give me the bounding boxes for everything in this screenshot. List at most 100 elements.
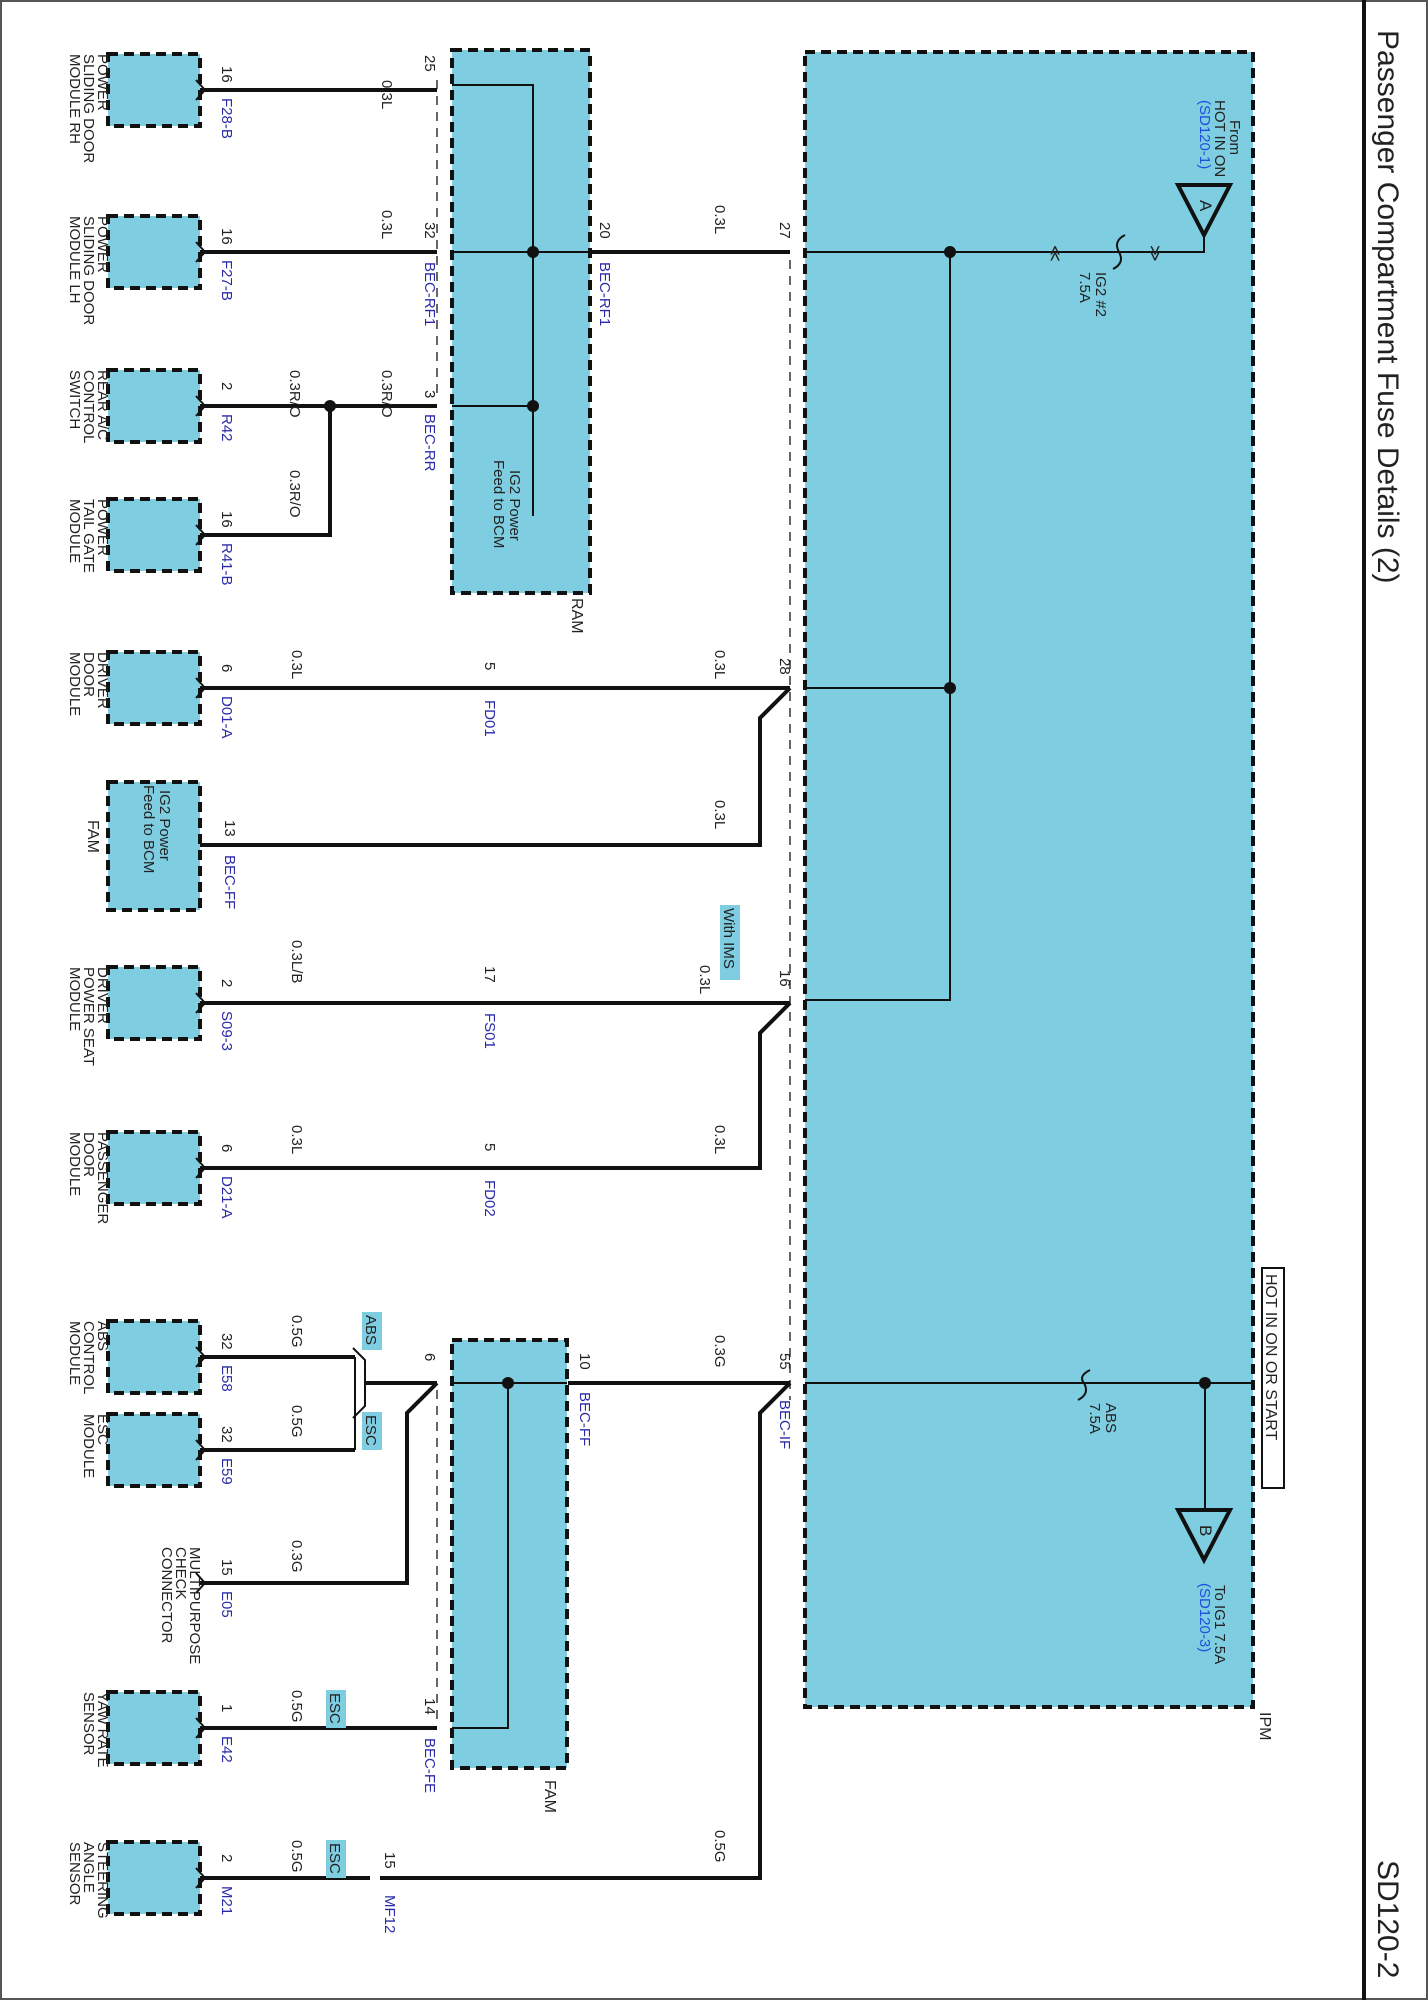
fuse-ig2-name: IG2 #2 <box>1092 272 1109 317</box>
wire-label-fd02-a: 0.3L <box>711 1125 728 1154</box>
wire-label-55: 0.3G <box>711 1335 728 1368</box>
abs-option-label: ABS <box>362 1315 379 1345</box>
component-connector: M21 <box>218 1886 235 1915</box>
fam-pin-10: 10 <box>576 1353 593 1370</box>
component-pin: 16 <box>218 66 235 83</box>
fam-small-pin: 13 <box>221 820 238 837</box>
page-title: Passenger Compartment Fuse Details (2) <box>1371 30 1404 584</box>
component-pin: 2 <box>218 382 235 390</box>
component-connector: F27-B <box>218 260 235 301</box>
component-pin: 6 <box>218 664 235 672</box>
component-connector: E58 <box>218 1365 235 1392</box>
wire-label-r41: 0.3R/O <box>286 470 303 518</box>
pin-terminal-icon <box>195 1572 207 1594</box>
supply-a-triangle <box>1174 183 1234 240</box>
supply-b-ref-link[interactable]: (SD120-3) <box>1196 1583 1213 1652</box>
component-connector: R41-B <box>218 543 235 586</box>
supply-b-triangle <box>1174 1508 1234 1565</box>
fuse-abs-name: ABS <box>1102 1403 1119 1433</box>
wire-16-d21a <box>200 1001 792 1170</box>
connector-bec-if: BEC-IF <box>776 1400 793 1449</box>
pin-terminal-icon <box>195 992 207 1014</box>
pin-terminal-icon <box>195 1439 207 1461</box>
pin-55: 55 <box>776 1353 793 1370</box>
pin-27: 27 <box>776 222 793 239</box>
fam-small-feed-l2: Feed to BCM <box>140 785 157 873</box>
component-name: REAR A/C <box>94 370 111 440</box>
component-connector: D21-A <box>218 1176 235 1219</box>
component-name: POWER <box>94 54 111 111</box>
component-pin: 6 <box>218 1144 235 1152</box>
component-box <box>106 1412 202 1488</box>
pin-terminal-icon <box>195 395 207 417</box>
component-pin: 15 <box>218 1559 235 1576</box>
ipm-module <box>803 50 1255 1709</box>
component-name: ESC <box>94 1414 111 1445</box>
esc-option-label-3: ESC <box>326 1843 343 1874</box>
esc-option-label: ESC <box>362 1415 379 1446</box>
fuse-abs-icon <box>1077 1369 1091 1401</box>
fam-small-feed-l1: IG2 Power <box>156 790 173 861</box>
wire-label-27: 0.3L <box>711 205 728 234</box>
fuse-ig2-rating: 7.5A <box>1076 272 1093 303</box>
pin-terminal-icon <box>195 524 207 546</box>
component-name: DOOR <box>80 1132 97 1177</box>
component-name: MODULE <box>66 1321 83 1385</box>
component-name: MODULE LH <box>66 216 83 304</box>
component-name: DRIVER <box>94 967 111 1024</box>
component-box <box>106 52 202 128</box>
abs-esc-option-split <box>352 1347 366 1419</box>
component-name: POWER SEAT <box>80 967 97 1066</box>
ram-pin-3: 3 <box>421 390 438 398</box>
component-connector: E05 <box>218 1591 235 1618</box>
fam-module <box>450 1338 569 1770</box>
wire-label-m21: 0.5G <box>288 1840 305 1873</box>
fam-pin-14: 14 <box>421 1698 438 1715</box>
fuse-ig2-socket-a: ≪ <box>1046 245 1063 262</box>
inline-fs01-name: FS01 <box>481 1013 498 1049</box>
component-name: CONTROL <box>80 1321 97 1394</box>
component-name: CONTROL <box>80 370 97 443</box>
pin-terminal-icon <box>195 241 207 263</box>
fam-pin-6: 6 <box>421 1353 438 1361</box>
component-name: MULTIPURPOSE <box>186 1547 203 1664</box>
ram-conn-bec-rr: BEC-RR <box>421 414 438 472</box>
pin-terminal-icon <box>195 1157 207 1179</box>
pin-16: 16 <box>776 970 793 987</box>
component-pin: 2 <box>218 979 235 987</box>
component-name: DOOR <box>80 652 97 697</box>
ram-pin-25: 25 <box>421 55 438 72</box>
esc-option-bg-2 <box>326 1690 346 1728</box>
component-name: MODULE <box>66 652 83 716</box>
wire-label-e42: 0.5G <box>288 1690 305 1723</box>
page-id: SD120-2 <box>1371 1860 1404 1978</box>
component-name: POWER <box>94 216 111 273</box>
wire-label-e05: 0.3G <box>288 1540 305 1573</box>
ipm-branch-16 <box>805 688 951 1001</box>
abs-option-bg <box>362 1312 382 1350</box>
component-connector: F28-B <box>218 98 235 139</box>
pin-terminal-icon <box>195 1867 207 1889</box>
fam-conn-bec-fe: BEC-FE <box>421 1738 438 1793</box>
component-name: CHECK <box>172 1547 189 1600</box>
component-box <box>106 1319 202 1395</box>
esc-option-label-2: ESC <box>326 1693 343 1724</box>
component-pin: 32 <box>218 1333 235 1350</box>
wire-label-mf12: 0.5G <box>711 1830 728 1863</box>
component-name: SWITCH <box>66 370 83 429</box>
component-name: SENSOR <box>66 1842 83 1906</box>
wire-r41b <box>200 406 332 537</box>
supply-a-ref-link[interactable]: (SD120-1) <box>1196 100 1213 169</box>
ram-bus <box>452 84 534 516</box>
component-name: CONNECTOR <box>158 1547 175 1644</box>
ram-conn-bec-rf1-in: BEC-RF1 <box>596 262 613 326</box>
